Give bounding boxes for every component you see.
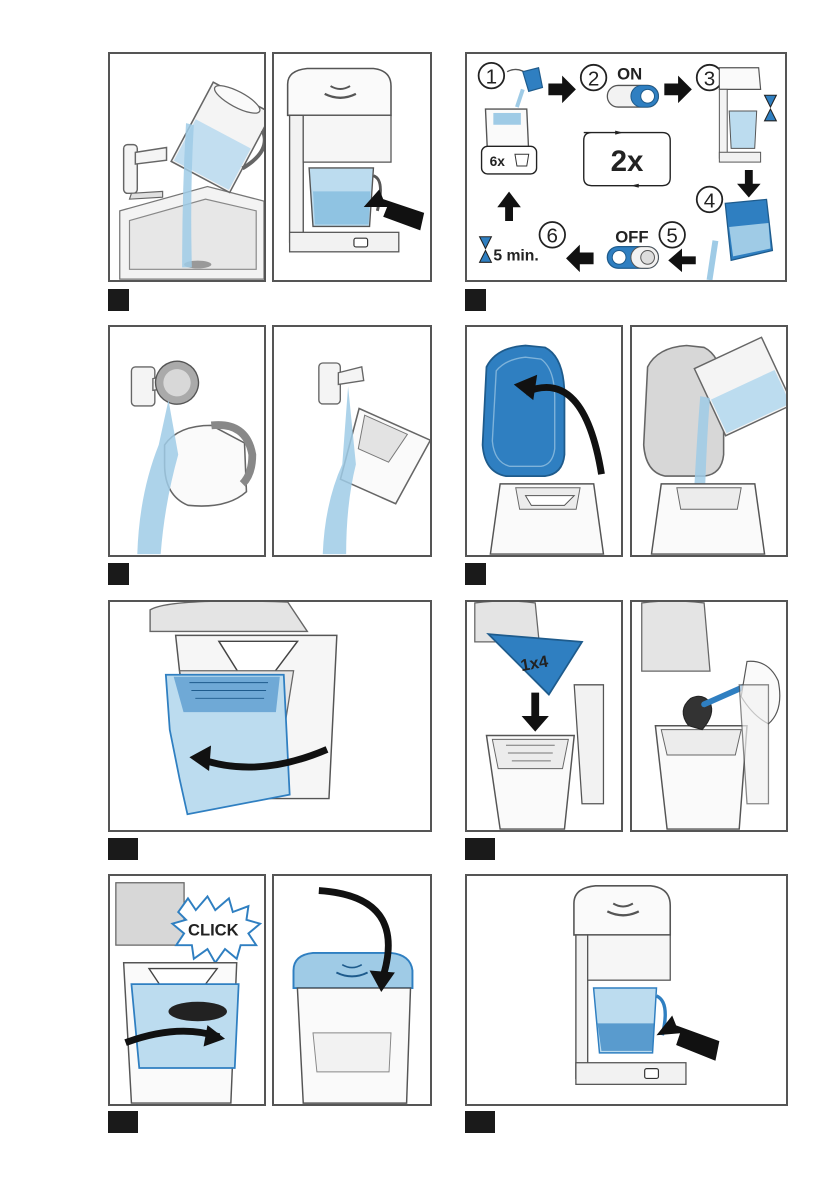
arrow-up-icon (497, 192, 521, 221)
machine-mini-icon (719, 68, 760, 162)
hourglass-icon (765, 95, 777, 121)
descaler-bottle-icon (517, 68, 543, 107)
off-label: OFF (615, 228, 648, 247)
svg-text:2: 2 (588, 67, 599, 90)
carafe-pour-icon (710, 199, 773, 280)
repeat-6x-box: 6x (482, 146, 537, 174)
arrow-right-icon (548, 76, 576, 104)
measuring-scoop-icon: 1x4 (488, 634, 582, 694)
arrow-left-icon (566, 245, 594, 273)
wait-5-min-label: 5 min. (493, 247, 538, 264)
click-filter-drawing: CLICK (110, 876, 264, 1104)
step-number-badge (108, 838, 138, 860)
faucet-icon (319, 363, 364, 404)
repeat-2x-label: 2x (611, 145, 644, 178)
svg-text:4: 4 (704, 189, 715, 212)
arrow-down-icon (522, 693, 549, 732)
repeat-cycle-icon: 2x (584, 131, 670, 188)
filter-holder-icon (131, 984, 238, 1068)
filter-holder-icon (166, 675, 290, 815)
svg-text:3: 3 (704, 67, 715, 90)
arrow-right-icon (664, 76, 692, 104)
click-label: CLICK (188, 920, 239, 939)
click-burst-icon: CLICK (172, 896, 260, 962)
illustration-insert-filter-coffee: 1x4 (465, 600, 623, 832)
hourglass-icon (480, 237, 492, 263)
open-lid-drawing (467, 327, 621, 555)
step-number-badge (465, 563, 486, 585)
step-number-badge (108, 289, 129, 311)
illustration-click-filter-closed: CLICK (108, 874, 266, 1106)
svg-text:5: 5 (666, 225, 677, 248)
switch-on-icon (607, 85, 658, 107)
step-2-marker: 2 (581, 65, 607, 91)
close-lid-drawing (274, 876, 430, 1104)
step-5-marker: 5 (659, 222, 685, 248)
illustration-pour-into-machine (272, 52, 432, 282)
rinse-kettle-drawing (110, 327, 264, 555)
descale-cycle-drawing: 1 2 ON 3 2x 6x 4 (467, 54, 785, 280)
step-number-badge (465, 289, 486, 311)
arrow-down-icon (737, 170, 761, 198)
illustration-close-lid (272, 874, 432, 1106)
svg-text:6: 6 (547, 225, 558, 248)
illustration-rinse-kettle (108, 325, 266, 557)
arrow-left-icon (668, 249, 696, 273)
insert-filter-drawing: 1x4 (467, 602, 621, 830)
kettle-lid-open-icon (150, 356, 204, 410)
step-number-badge (108, 1111, 138, 1133)
illustration-open-lid (465, 325, 623, 557)
step-6-marker: 6 (540, 222, 566, 248)
fill-kettle-drawing (110, 54, 264, 280)
add-ground-coffee-drawing (632, 602, 786, 830)
illustration-fill-kettle (108, 52, 266, 282)
illustration-pour-water (630, 325, 788, 557)
step-number-badge (465, 1111, 495, 1133)
lid-closed-icon (294, 953, 413, 988)
step-3-marker: 3 (697, 65, 723, 91)
swing-out-filter-drawing (110, 602, 430, 830)
illustration-insert-carafe (465, 874, 788, 1106)
carafe-icon (594, 988, 666, 1053)
insert-carafe-drawing (467, 876, 786, 1104)
switch-off-icon (607, 247, 658, 269)
svg-text:1: 1 (486, 65, 497, 88)
repeat-6x-label: 6x (490, 154, 506, 169)
illustration-add-ground-coffee (630, 600, 788, 832)
insert-arrow-icon (364, 189, 424, 230)
step-4-marker: 4 (697, 187, 723, 213)
illustration-swing-out-filter (108, 600, 432, 832)
step-number-badge (108, 563, 129, 585)
step-number-badge (465, 838, 495, 860)
illustration-descale-cycle: 1 2 ON 3 2x 6x 4 (465, 52, 787, 282)
coffee-machine-drawing (274, 54, 430, 280)
illustration-rinse-filter (272, 325, 432, 557)
faucet-icon (124, 145, 167, 200)
rinse-filter-drawing (274, 327, 430, 555)
on-label: ON (617, 65, 642, 84)
pour-water-drawing (632, 327, 786, 555)
step-1-marker: 1 (479, 63, 505, 89)
